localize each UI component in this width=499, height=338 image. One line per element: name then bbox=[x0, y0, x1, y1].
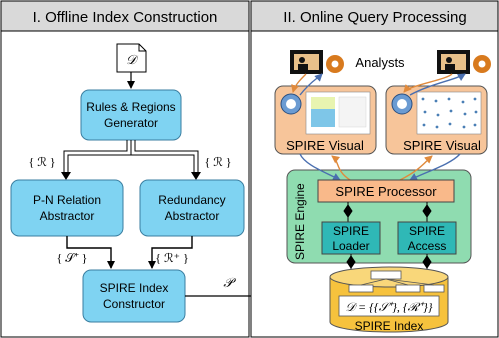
visual-left-label: SPIRE Visual bbox=[286, 138, 364, 153]
analysts-label: Analysts bbox=[355, 55, 405, 70]
pn-box-line2: Abstractor bbox=[40, 209, 95, 223]
spire-visual-right: SPIRE Visual bbox=[385, 85, 488, 155]
engine-label: SPIRE Engine bbox=[293, 183, 307, 260]
redundancy-abstractor-box: Redundancy Abstractor bbox=[139, 179, 245, 237]
visual-right-label: SPIRE Visual bbox=[403, 138, 481, 153]
index-formula: 𝒟 = {{𝒮⁺}, {ℛ⁺}} bbox=[345, 300, 432, 314]
arrow-rules-to-abstractors bbox=[61, 140, 201, 180]
arrow-visual-left-to-analyst bbox=[299, 73, 323, 96]
pn-relation-abstractor-box: P-N Relation Abstractor bbox=[10, 179, 124, 237]
constructor-box-line1: SPIRE Index bbox=[100, 281, 169, 295]
r-label-left: { ℛ } bbox=[28, 155, 55, 169]
arrow-redundancy-to-constructor bbox=[148, 236, 193, 269]
r-label-right: { ℛ } bbox=[204, 155, 231, 169]
arrow-analyst-right-to-visual bbox=[403, 73, 453, 93]
rules-box-line1: Rules & Regions bbox=[86, 100, 175, 114]
analyst-right-icon bbox=[437, 50, 491, 74]
analyst-left-icon bbox=[290, 50, 344, 74]
arrow-visual-right-to-processor bbox=[409, 153, 461, 181]
online-header-bar bbox=[250, 0, 499, 32]
online-header: II. Online Query Processing bbox=[283, 9, 466, 26]
loader-line1: SPIRE bbox=[333, 224, 369, 238]
red-box-line2: Abstractor bbox=[165, 209, 220, 223]
processor-label: SPIRE Processor bbox=[335, 184, 437, 199]
arrow-visual-right-to-analyst bbox=[409, 73, 466, 96]
online-panel: II. Online Query Processing Analysts bbox=[250, 0, 499, 338]
spire-loader-box: SPIRE Loader bbox=[321, 221, 381, 255]
s-plus-label: { 𝒮⁺ } bbox=[57, 251, 88, 265]
processor-connectors bbox=[343, 202, 432, 222]
red-box-line1: Redundancy bbox=[158, 193, 225, 207]
index-tree-icon bbox=[348, 270, 445, 293]
arrow-processor-to-visual-left bbox=[331, 155, 351, 181]
access-line2: Access bbox=[408, 239, 447, 253]
spire-processor-box: SPIRE Processor bbox=[317, 179, 455, 203]
arrow-visual-left-to-processor bbox=[299, 153, 341, 181]
input-symbol: 𝒟 bbox=[126, 52, 139, 67]
arrow-analyst-left-to-visual bbox=[291, 73, 307, 93]
offline-header-bar bbox=[0, 0, 250, 32]
index-formula-box bbox=[338, 295, 440, 317]
spire-access-box: SPIRE Access bbox=[397, 221, 457, 255]
pn-box-line1: P-N Relation bbox=[33, 193, 101, 207]
offline-panel: I. Offline Index Construction 𝒟 Rules & … bbox=[0, 0, 250, 338]
access-line1: SPIRE bbox=[409, 224, 445, 238]
spire-index-cylinder: 𝒟 = {{𝒮⁺}, {ℛ⁺}} SPIRE Index bbox=[329, 266, 449, 333]
spire-visual-left: SPIRE Visual bbox=[274, 85, 377, 155]
arrow-pn-to-constructor bbox=[66, 236, 115, 269]
r-plus-label: { ℛ⁺ } bbox=[155, 251, 188, 265]
input-document-icon: 𝒟 bbox=[116, 43, 147, 73]
visual-right-scatter bbox=[421, 97, 478, 129]
loader-line2: Loader bbox=[332, 239, 369, 253]
rules-regions-generator-box: Rules & Regions Generator bbox=[80, 89, 182, 141]
spire-index-constructor-box: SPIRE Index Constructor bbox=[82, 269, 186, 323]
arrow-processor-to-visual-right bbox=[399, 155, 433, 181]
index-label: SPIRE Index bbox=[355, 319, 424, 333]
constructor-box-line2: Constructor bbox=[103, 297, 165, 311]
rules-box-line2: Generator bbox=[104, 116, 158, 130]
offline-header: I. Offline Index Construction bbox=[33, 9, 218, 26]
